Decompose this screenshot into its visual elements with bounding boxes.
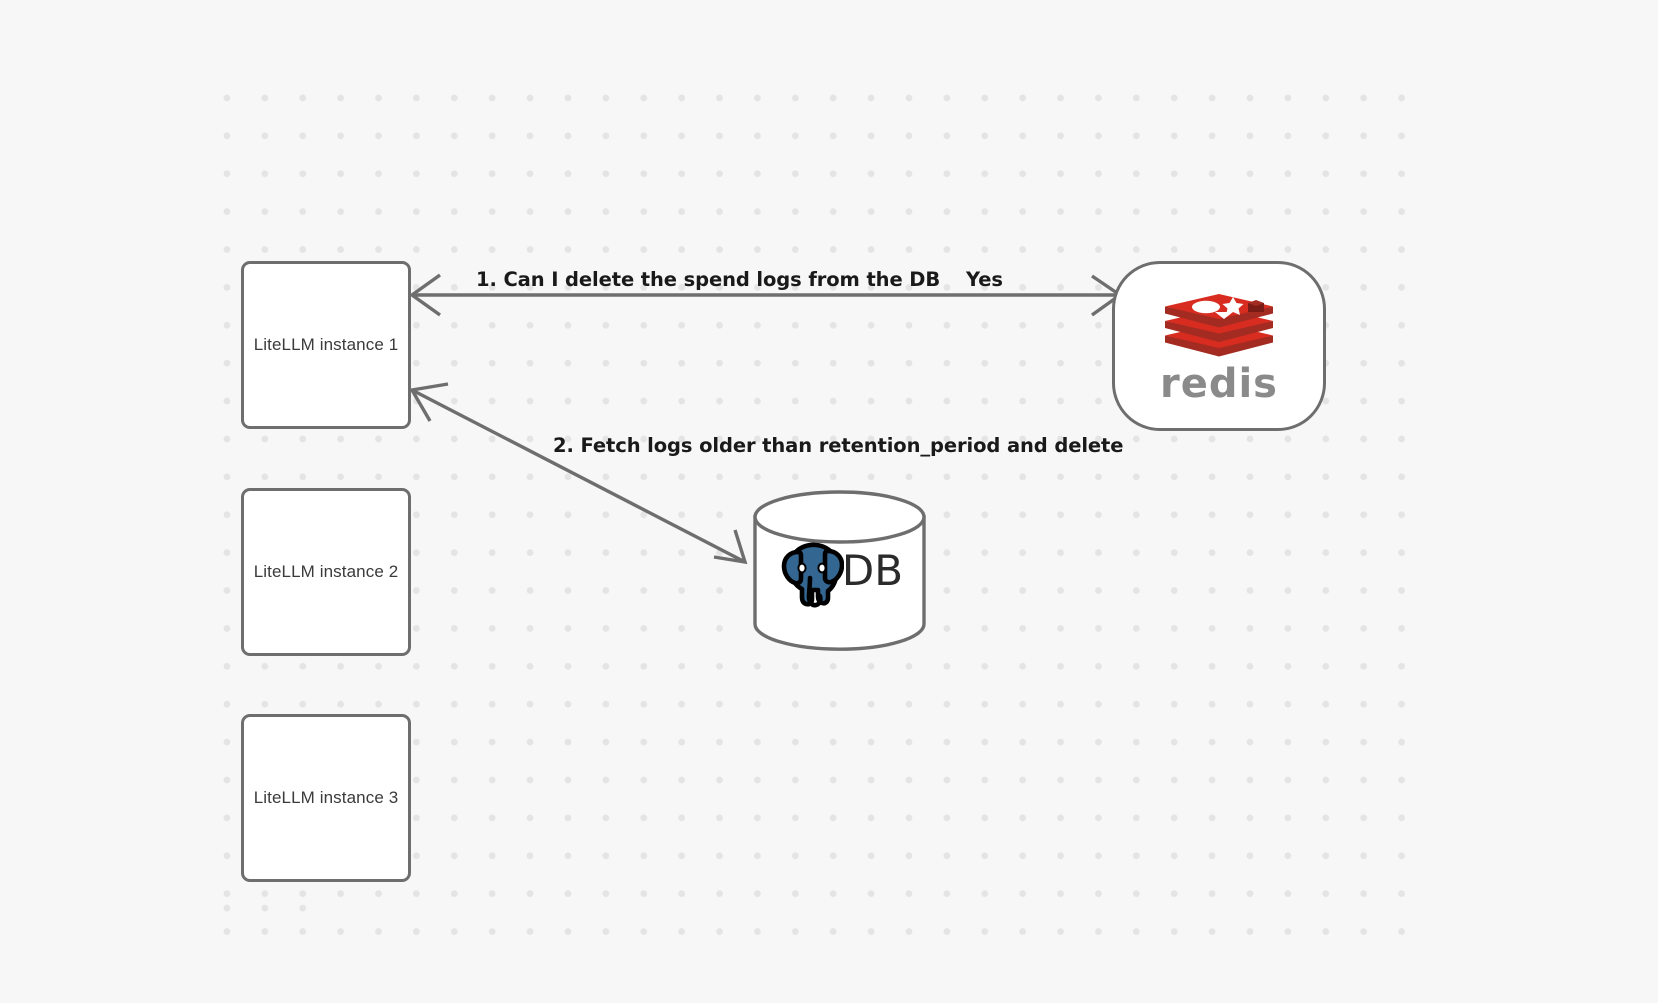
cylinder-shape [753, 490, 926, 651]
node-redis[interactable]: redis [1112, 261, 1326, 431]
node-litellm-instance-2-label: LiteLLM instance 2 [253, 562, 399, 581]
redis-logo-group: redis [1160, 290, 1278, 404]
db-text-label: DB [841, 545, 904, 595]
edge-2-line [411, 388, 746, 564]
node-litellm-instance-3[interactable]: LiteLLM instance 3 [241, 714, 411, 882]
edge-2-label: 2. Fetch logs older than retention_perio… [553, 434, 1124, 457]
node-litellm-instance-1[interactable]: LiteLLM instance 1 [241, 261, 411, 429]
edge-1-label: 1. Can I delete the spend logs from the … [476, 268, 941, 291]
dot-grid-background-overflow [205, 895, 320, 937]
edge-1-answer-label: Yes [966, 268, 1003, 291]
redis-logo-icon [1164, 294, 1273, 357]
node-litellm-instance-3-label: LiteLLM instance 3 [253, 788, 399, 807]
edge-1-arrowhead-left [409, 273, 441, 317]
postgresql-elephant-icon [781, 542, 844, 607]
node-litellm-instance-2[interactable]: LiteLLM instance 2 [241, 488, 411, 656]
edge-2-arrowhead-left [409, 382, 449, 422]
node-database[interactable]: DB [752, 489, 927, 652]
edge-2-arrowhead-right [713, 529, 748, 565]
node-litellm-instance-1-label: LiteLLM instance 1 [253, 335, 399, 354]
redis-wordmark: redis [1159, 361, 1278, 407]
db-label-group: DB [752, 489, 927, 652]
